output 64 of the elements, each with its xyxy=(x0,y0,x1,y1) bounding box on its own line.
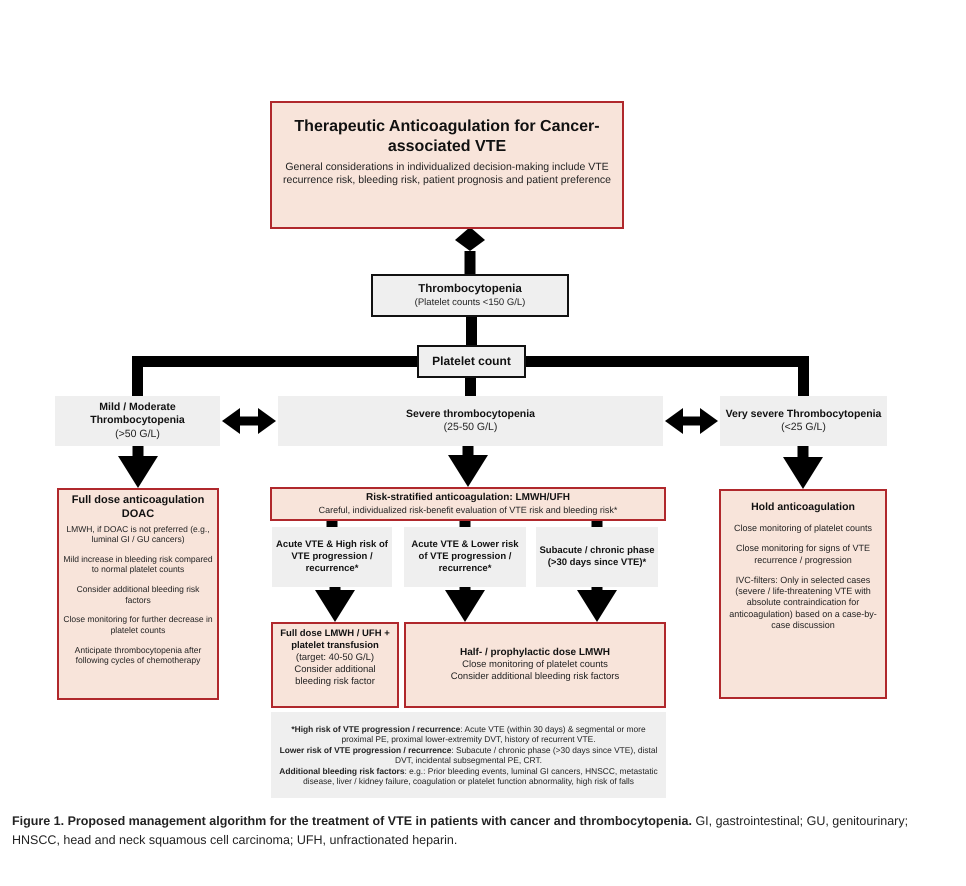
box-text: Close monitoring of platelet counts xyxy=(461,659,609,672)
arrow xyxy=(783,446,823,489)
process-box xyxy=(371,274,569,317)
treatment-box xyxy=(271,622,399,708)
box-heading: Therapeutic Anticoagulation for Cancer-associated VTE xyxy=(293,117,601,157)
category-box xyxy=(55,396,220,446)
arrow xyxy=(448,446,488,487)
figure-caption: Figure 1. Proposed management algorithm for the treatment of VTE in patients with cancer and thrombocytopenia. GI, gastrointestinal; GU, genitourinary; HNSCC, head and neck squamous cell carcinoma; UFH, unfractionated heparin. xyxy=(12,813,910,850)
box-text: Consider additional bleeding risk factor xyxy=(293,664,377,688)
box-heading: Hold anticoagulation xyxy=(750,501,856,514)
box-text: IVC-filters: Only in selected cases (severe / life-threatening VTE with absolute contraindication for anticoagulation) based on a case-by-case discussion xyxy=(728,574,878,632)
box-text: Close monitoring of platelet counts xyxy=(732,523,874,534)
arrow xyxy=(577,587,617,622)
connector-line xyxy=(466,317,477,345)
treatment-box xyxy=(404,622,666,708)
connector-line xyxy=(326,521,338,527)
category-box xyxy=(720,396,887,446)
box-text: Close monitoring for signs of VTE recurrence / progression xyxy=(734,543,872,566)
connector-line xyxy=(132,356,417,396)
category-box xyxy=(278,396,663,446)
box-text: (25-50 G/L) xyxy=(442,421,498,434)
condition-box xyxy=(404,527,526,587)
treatment-box xyxy=(719,489,887,699)
box-text: Consider additional bleeding risk factors xyxy=(450,671,620,684)
box-text: (Platelet counts <150 G/L) xyxy=(414,296,526,309)
treatment-box xyxy=(57,488,219,700)
arrow xyxy=(445,587,485,622)
box-heading: Full dose anticoagulation DOAC xyxy=(70,494,206,522)
box-text: LMWH, if DOAC is not preferred (e.g., luminal GI / GU cancers) xyxy=(65,524,211,545)
box-text: (<25 G/L) xyxy=(780,421,827,434)
arrow xyxy=(315,587,355,622)
footnote-text: Lower risk of VTE progression / recurrence: Subacute / chronic phase (>30 days since VTE), distal DVT, incidental subsegmental PE, CRT. xyxy=(278,744,658,766)
box-text: (>50 G/L) xyxy=(114,428,161,441)
arrow xyxy=(118,446,158,488)
box-text: Careful, individualized risk-benefit evaluation of VTE risk and bleeding risk* xyxy=(318,504,618,516)
box-heading: Severe thrombocytopenia xyxy=(405,408,536,421)
connector-line xyxy=(465,378,476,396)
box-text: Mild increase in bleeding risk compared to normal platelet counts xyxy=(63,554,213,575)
condition-box xyxy=(272,527,392,587)
box-text: General considerations in individualized decision-making include VTE recurrence risk, bleeding risk, patient prognosis and patient preference xyxy=(282,161,612,188)
footnote-text: *High risk of VTE progression / recurrence: Acute VTE (within 30 days) & segmental or more proximal PE, proximal lower-extremity DVT, history of recurrent VTE. xyxy=(290,724,647,744)
condition-box xyxy=(536,527,658,587)
box-heading: Acute VTE & Lower risk of VTE progression / recurrence* xyxy=(410,539,520,575)
box-heading: Thrombocytopenia xyxy=(417,282,523,297)
double-arrow xyxy=(222,408,276,434)
connector-line xyxy=(592,521,602,527)
footnote-text: Additional bleeding risk factors: e.g.: Prior bleeding events, luminal GI cancers, HNSCC, metastatic disease, liver / kidney failure, coagulation or platelet function abnormality, high risk of falls xyxy=(278,766,659,786)
box-heading: Platelet count xyxy=(431,354,512,369)
box-text: Close monitoring for further decrease in platelet counts xyxy=(63,614,213,636)
treatment-box xyxy=(270,487,666,521)
connector-line xyxy=(460,521,470,527)
box-heading: Mild / Moderate Thrombocytopenia xyxy=(89,401,186,428)
box-heading: Full dose LMWH / UFH + platelet transfusion xyxy=(279,628,391,652)
double-arrow xyxy=(665,408,718,434)
process-box xyxy=(417,345,526,378)
box-heading: Acute VTE & High risk of VTE progression / recurrence* xyxy=(275,539,389,575)
box-heading: Subacute / chronic phase (>30 days since VTE)* xyxy=(539,545,655,569)
title-box xyxy=(270,101,624,229)
box-heading: Risk-stratified anticoagulation: LMWH/UFH xyxy=(365,492,571,505)
box-heading: Very severe Thrombocytopenia xyxy=(724,408,882,421)
box-text: Consider additional bleeding risk factors xyxy=(76,584,200,606)
box-heading: Half- / prophylactic dose LMWH xyxy=(458,646,611,660)
box-text: (target: 40-50 G/L) xyxy=(294,652,376,664)
box-text: Anticipate thrombocytopenia after following cycles of chemotherapy xyxy=(74,644,202,666)
